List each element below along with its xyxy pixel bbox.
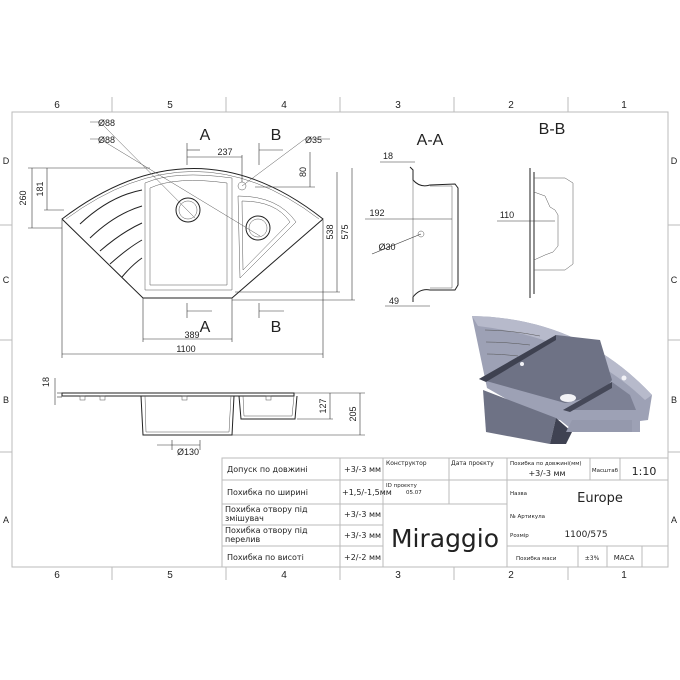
- drain-hole-small: [245, 215, 271, 241]
- dim-bb-110: 110: [500, 210, 514, 220]
- scale-label: Масштаб: [592, 468, 619, 474]
- dim-front-18: 18: [41, 377, 51, 387]
- col-label-top: 2: [508, 100, 514, 111]
- col-label-top: 1: [621, 100, 627, 111]
- mass-tol-value: ±3%: [585, 555, 600, 562]
- project-id-value: 05.07: [406, 490, 422, 496]
- col-label-bottom: 3: [395, 570, 401, 581]
- sink-outline: [61, 168, 324, 299]
- zone-ticks: [0, 97, 680, 580]
- plan-view: [61, 121, 330, 299]
- dim-575: 575: [340, 224, 350, 239]
- size-value: 1100/575: [564, 530, 607, 540]
- section-mark-a-top: A: [200, 127, 211, 144]
- length-tol-label: Похибка по довжині(мм): [510, 461, 582, 467]
- dim-aa-49: 49: [389, 296, 399, 306]
- col-label-bottom: 4: [281, 570, 287, 581]
- section-mark-b-top: B: [271, 127, 282, 144]
- tol-label-height: Похибка по висоті: [227, 553, 304, 562]
- dim-aa-d30: Ø30: [378, 242, 395, 252]
- main-bowl: [144, 174, 233, 291]
- section-bb-profile: [529, 168, 574, 298]
- col-label-bottom: 1: [621, 570, 627, 581]
- col-label-top: 5: [167, 100, 173, 111]
- col-label-bottom: 6: [54, 570, 60, 581]
- tol-label-mixer: Похибка отвору під змішувач: [225, 505, 308, 523]
- row-label-right: A: [671, 515, 677, 525]
- dim-181: 181: [35, 181, 45, 196]
- scale-value: 1:10: [632, 465, 657, 478]
- section-mark-b-bottom: B: [271, 319, 282, 336]
- col-label-top: 4: [281, 100, 287, 111]
- col-label-bottom: 2: [508, 570, 514, 581]
- dim-538: 538: [325, 224, 335, 239]
- front-view: [61, 392, 298, 436]
- tol-label-overflow: Похибка отвору під перелив: [225, 526, 308, 544]
- dim-aa-192: 192: [369, 208, 384, 218]
- tol-value-width: +1,5/-1,5мм: [342, 488, 392, 497]
- tol-value-overflow: +3/-3 мм: [344, 531, 381, 540]
- project-id-label: ID проєкту: [386, 483, 418, 489]
- article-label: № Артикула: [510, 514, 545, 520]
- name-label: Назва: [510, 491, 527, 497]
- col-label-top: 6: [54, 100, 60, 111]
- small-bowl: [237, 195, 297, 279]
- dim-front-127: 127: [318, 398, 328, 413]
- section-bb-title: B-B: [539, 121, 566, 138]
- section-mark-a-bottom: A: [200, 319, 211, 336]
- dim-aa-18: 18: [383, 151, 393, 161]
- brand-logo: Miraggio: [391, 524, 499, 553]
- row-label-right: B: [671, 395, 677, 405]
- size-label: Розмір: [510, 533, 529, 539]
- dim-260: 260: [18, 190, 28, 205]
- col-label-bottom: 5: [167, 570, 173, 581]
- dim-front-d130: Ø130: [177, 447, 199, 457]
- dim-d35: Ø35: [305, 135, 322, 145]
- dim-d88-1: Ø88: [98, 118, 115, 128]
- dim-d88-2: Ø88: [98, 135, 115, 145]
- mass-tol-label: Похибка маси: [516, 556, 557, 562]
- tol-label-length: Допуск по довжині: [227, 465, 308, 474]
- row-label-right: C: [671, 275, 678, 285]
- section-aa-profile: [409, 166, 459, 302]
- dim-389: 389: [184, 330, 199, 340]
- dim-1100: 1100: [176, 344, 195, 354]
- product-name: Europe: [577, 491, 623, 506]
- row-label-left: A: [3, 515, 9, 525]
- tol-value-length: +3/-3 мм: [344, 465, 381, 474]
- tol-value-mixer: +3/-3 мм: [344, 510, 381, 519]
- dim-front-205: 205: [348, 406, 358, 421]
- tol-label-width: Похибка по ширині: [227, 488, 308, 497]
- drain-hole-main: [175, 197, 201, 223]
- sink-3d-render: [472, 316, 652, 444]
- date-label: Дата проєкту: [451, 460, 494, 467]
- length-tol-value: +3/-3 мм: [528, 469, 565, 478]
- dim-80: 80: [298, 167, 308, 177]
- row-label-left: D: [3, 156, 10, 166]
- row-label-left: B: [3, 395, 9, 405]
- dim-237: 237: [217, 147, 232, 157]
- title-block-grid: [221, 457, 669, 568]
- constructor-label: Конструктор: [386, 460, 427, 467]
- tol-value-height: +2/-2 мм: [344, 553, 381, 562]
- row-label-left: C: [3, 275, 10, 285]
- mass-label: МАСА: [614, 554, 635, 562]
- section-aa-title: A-A: [417, 132, 444, 149]
- row-label-right: D: [671, 156, 678, 166]
- col-label-top: 3: [395, 100, 401, 111]
